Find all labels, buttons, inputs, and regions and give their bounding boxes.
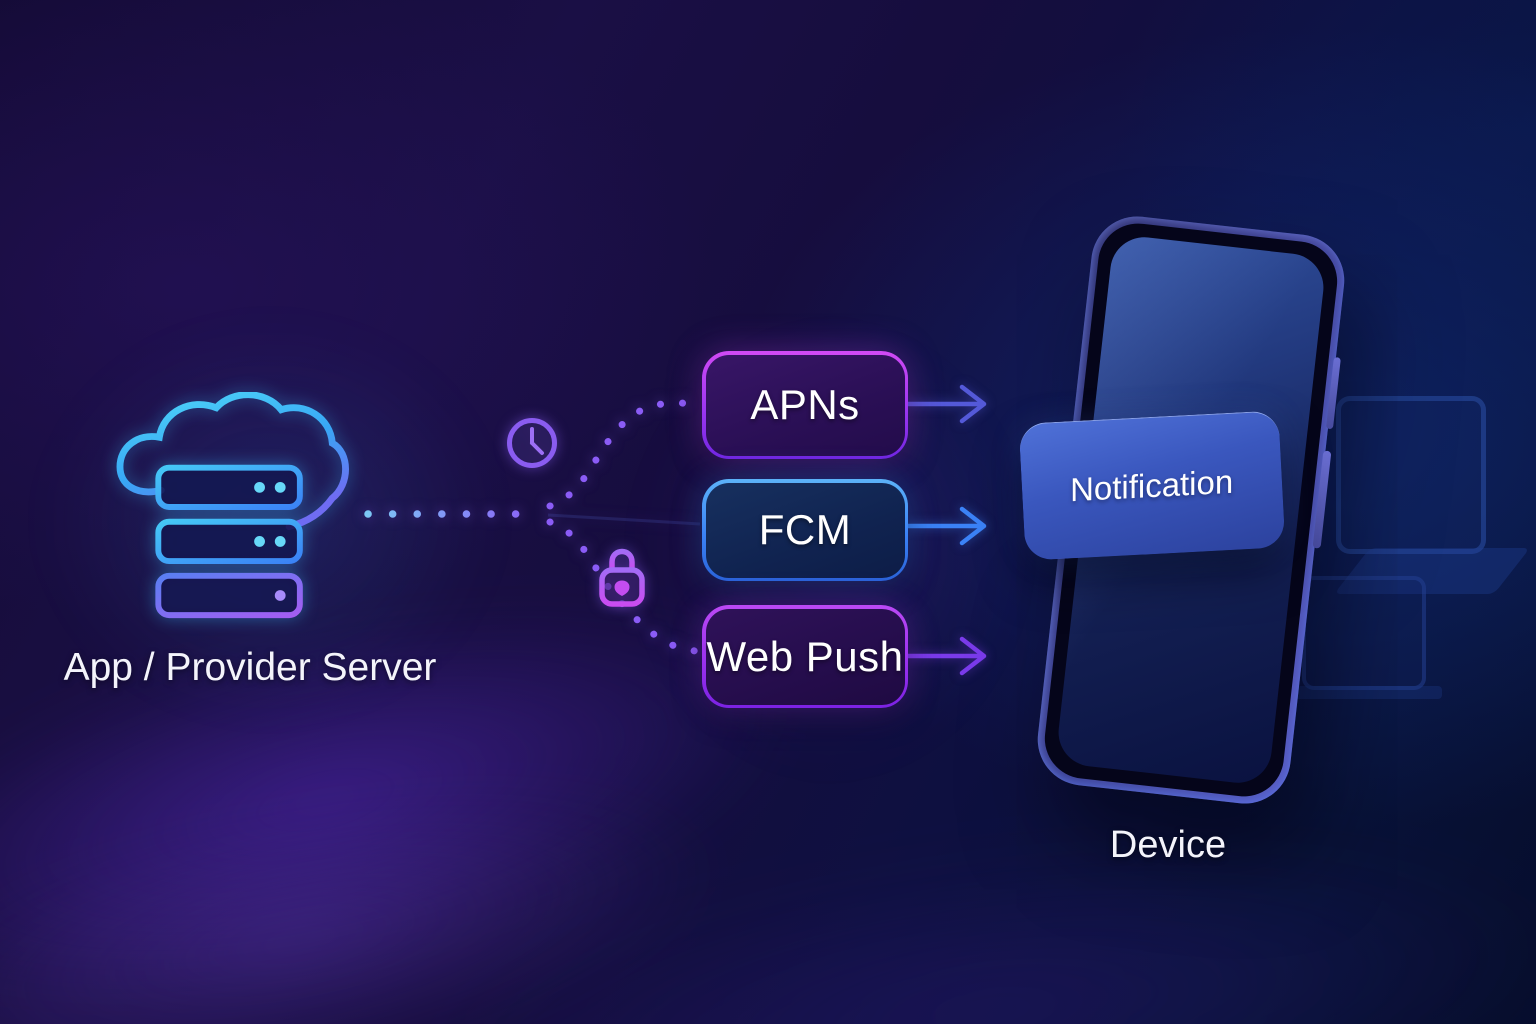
clock-icon	[507, 418, 557, 468]
cloud-server-icon	[116, 392, 349, 619]
background-swirl	[0, 737, 737, 1024]
server-racks	[155, 464, 303, 619]
service-label-webpush: Web Push	[706, 632, 904, 680]
background-swirl	[406, 791, 1536, 1024]
dotted-curve-to-webpush	[546, 518, 700, 655]
device-label: Device	[1109, 824, 1227, 866]
laptop-silhouette-screen	[1336, 396, 1486, 554]
dotted-curve-to-apns	[546, 399, 700, 510]
service-box-apns: APNs	[702, 351, 908, 459]
service-box-fcm: FCM	[702, 479, 908, 581]
service-label-fcm: FCM	[758, 506, 852, 553]
laptop-silhouette-secondary-base	[1290, 686, 1442, 699]
server-label: App / Provider Server	[63, 646, 437, 689]
background-swirl	[0, 537, 824, 1024]
faint-line-to-fcm	[547, 513, 701, 526]
service-box-webpush: Web Push	[702, 605, 908, 708]
arrow-fcm-to-device	[905, 506, 987, 546]
cloud-outline	[116, 392, 349, 531]
service-label-apns: APNs	[750, 381, 860, 428]
laptop-silhouette-secondary	[1302, 576, 1426, 690]
lock-icon	[599, 548, 645, 607]
notification-card: Notification	[1018, 410, 1286, 561]
notification-label: Notification	[1070, 462, 1234, 509]
arrow-webpush-to-device	[905, 636, 987, 676]
arrow-apns-to-device	[905, 384, 987, 424]
